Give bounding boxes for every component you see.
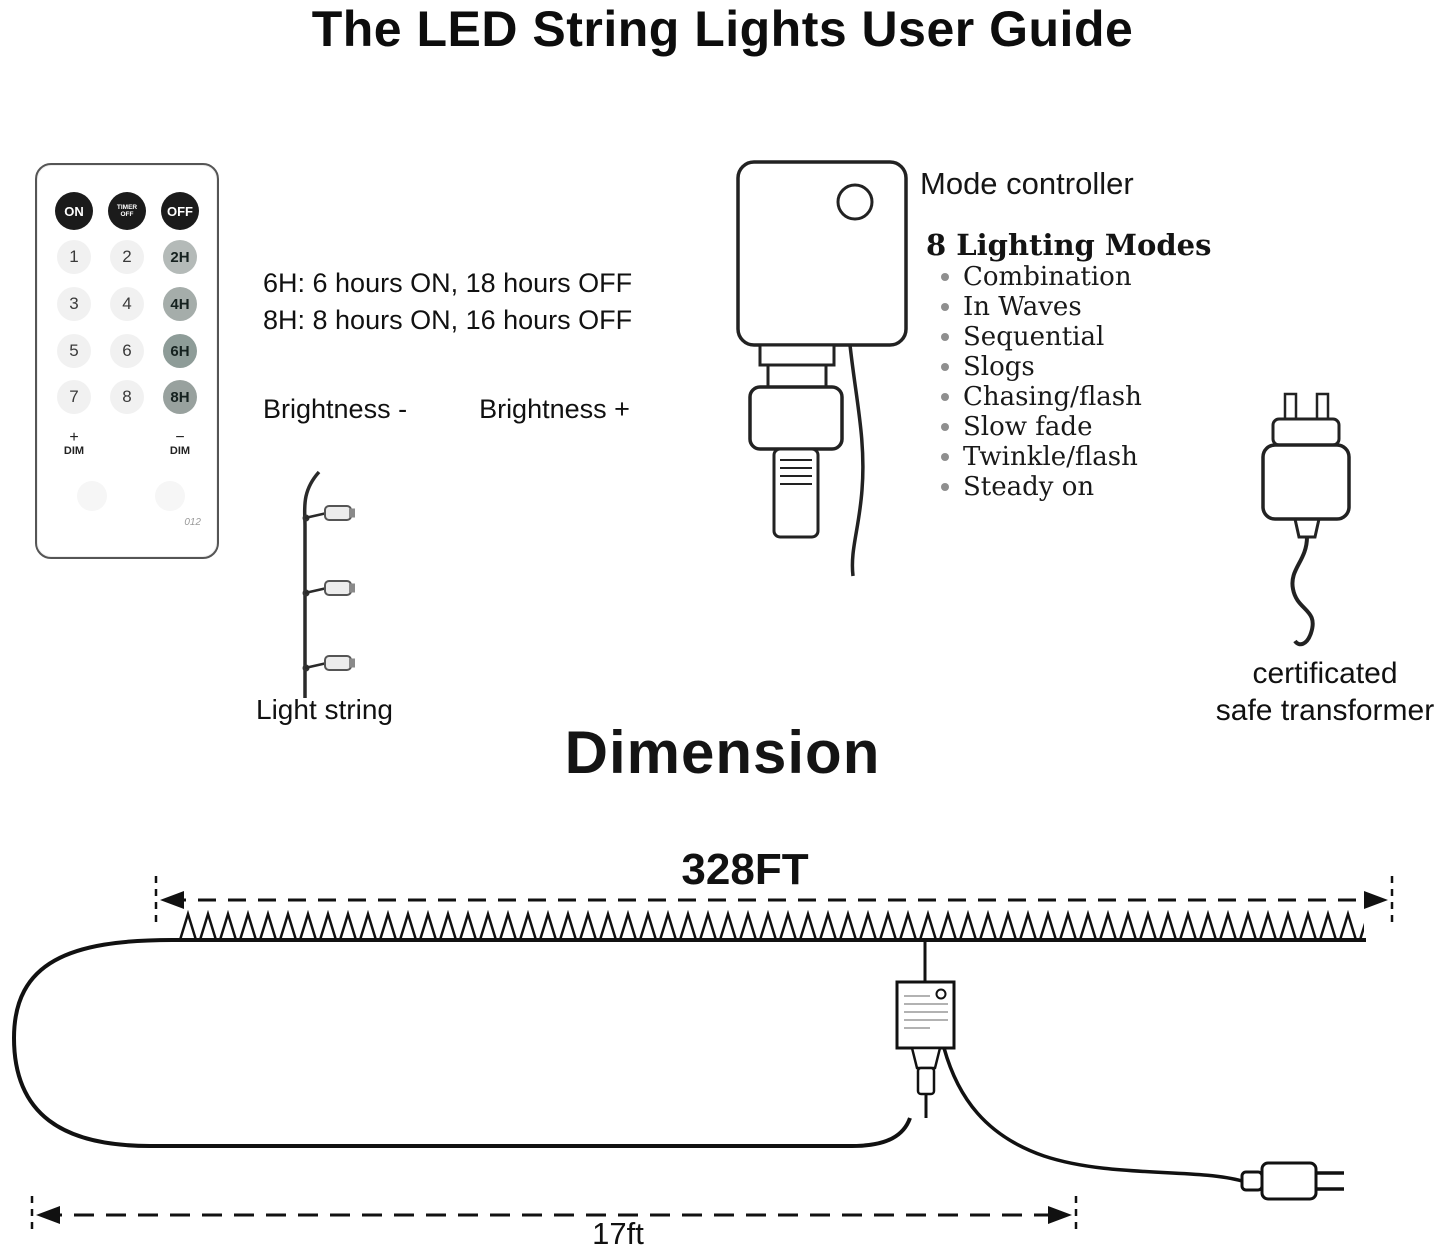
inline-controller xyxy=(895,940,956,1118)
remote-button-on: ON xyxy=(55,192,93,230)
lighting-modes-list: Combination In Waves Sequential Slogs Ch… xyxy=(935,262,1142,502)
mode-item: Twinkle/flash xyxy=(935,442,1142,472)
light-string-illustration xyxy=(302,470,355,698)
remote-button-4: 4 xyxy=(110,287,144,321)
mode-item: Slogs xyxy=(935,352,1142,382)
controller-wire xyxy=(848,344,865,577)
transformer-illustration xyxy=(1261,392,1351,647)
timer-info-line2: 8H: 8 hours ON, 16 hours OFF xyxy=(263,305,633,335)
string-line xyxy=(11,910,1366,1148)
remote-button-8h: 8H xyxy=(163,380,197,414)
remote-button-2h: 2H xyxy=(163,240,197,274)
light-string-label: Light string xyxy=(256,694,393,725)
remote-button-7: 7 xyxy=(57,380,91,414)
timer-info-line1: 6H: 6 hours ON, 18 hours OFF xyxy=(263,268,633,298)
dimension-diagram: 328FT xyxy=(11,845,1394,1246)
remote-ghost-button-right xyxy=(155,481,185,511)
total-length-label: 328FT xyxy=(681,845,808,894)
power-plug xyxy=(1240,1161,1344,1201)
mode-controller-title: Mode controller xyxy=(920,166,1134,201)
remote-button-2: 2 xyxy=(110,240,144,274)
remote-model-code: 012 xyxy=(184,517,201,528)
brightness-labels: Brightness - Brightness + xyxy=(263,394,630,425)
mode-controller-illustration xyxy=(736,160,908,577)
string-left-loop xyxy=(11,938,912,1148)
remote-button-6: 6 xyxy=(110,334,144,368)
lighting-modes-heading: 8 Lighting Modes xyxy=(926,228,1212,262)
mode-item: In Waves xyxy=(935,292,1142,322)
transformer-label: certificated safe transformer xyxy=(1215,657,1435,727)
remote-ghost-button-left xyxy=(77,481,107,511)
lead-length-measure: 17ft xyxy=(30,1196,1078,1246)
total-length-measure: 328FT xyxy=(154,845,1394,924)
plug-prong xyxy=(1315,392,1330,421)
remote-button-5: 5 xyxy=(57,334,91,368)
lead-wire xyxy=(942,1047,1243,1183)
remote-control: ON TIMER OFF OFF 1 2 2H 3 4 4H 5 6 6H 7 … xyxy=(35,163,219,559)
lead-length-label: 17ft xyxy=(592,1216,644,1246)
mode-item: Slow fade xyxy=(935,412,1142,442)
remote-button-4h: 4H xyxy=(163,287,197,321)
remote-button-6h: 6H xyxy=(163,334,197,368)
brightness-plus-label: Brightness + xyxy=(479,394,630,424)
connector-threads xyxy=(780,459,812,485)
remote-dim-minus: − DIM xyxy=(169,429,191,458)
brightness-minus-label: Brightness - xyxy=(263,394,408,424)
remote-dim-plus: + DIM xyxy=(63,429,85,458)
light-bulb xyxy=(302,655,355,672)
dimension-heading: Dimension xyxy=(564,719,881,786)
mode-item: Chasing/flash xyxy=(935,382,1142,412)
plug-prong xyxy=(1283,392,1298,421)
remote-button-3: 3 xyxy=(57,287,91,321)
remote-button-timer-off: TIMER OFF xyxy=(108,192,146,230)
light-bulb xyxy=(302,505,355,522)
remote-button-off: OFF xyxy=(161,192,199,230)
mode-button-icon xyxy=(836,183,874,221)
remote-button-1: 1 xyxy=(57,240,91,274)
remote-button-8: 8 xyxy=(110,380,144,414)
mode-item: Sequential xyxy=(935,322,1142,352)
light-bulb xyxy=(302,580,355,597)
guide-title: The LED String Lights User Guide xyxy=(311,1,1134,57)
transformer-cable xyxy=(1290,536,1315,647)
mode-item: Combination xyxy=(935,262,1142,292)
mode-item: Steady on xyxy=(935,472,1142,502)
